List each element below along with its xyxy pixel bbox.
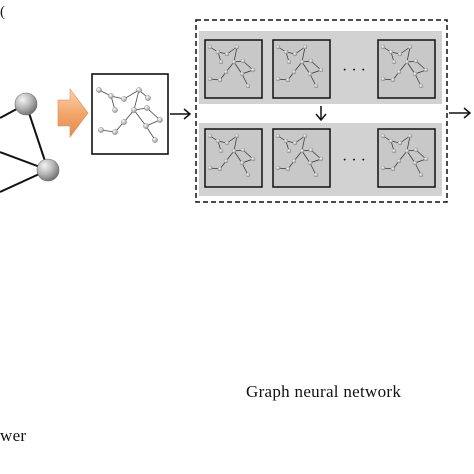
ellipsis-top: · · · (342, 62, 366, 79)
abstract-graph-box (91, 73, 169, 155)
layer-frame (204, 39, 263, 99)
gnn-caption: Graph neural network (246, 382, 402, 401)
gnn-layer-panel-top: · · · (199, 31, 442, 104)
output-arrow-icon (449, 107, 472, 119)
down-arrow-icon (315, 106, 327, 122)
left-caption-fragment: wer (0, 426, 27, 445)
layer-frame (272, 39, 331, 99)
sphere-node-icon (14, 92, 38, 116)
corner-text-fragment: ( (0, 4, 6, 20)
orange-block-arrow-icon (57, 88, 89, 138)
layer-frame (377, 128, 436, 188)
sphere-node-icon (36, 158, 60, 182)
gnn-layer-panel-bottom: · · · (199, 123, 442, 196)
layer-frame (377, 39, 436, 99)
ellipsis-bottom: · · · (342, 152, 366, 169)
graph-edge (25, 103, 49, 171)
layer-frame (272, 128, 331, 188)
molecular-graph-3d (0, 92, 60, 193)
abstract-graph-nodes (96, 87, 163, 143)
arrow-to-gnn-icon (170, 108, 192, 120)
layer-frame (204, 128, 263, 188)
